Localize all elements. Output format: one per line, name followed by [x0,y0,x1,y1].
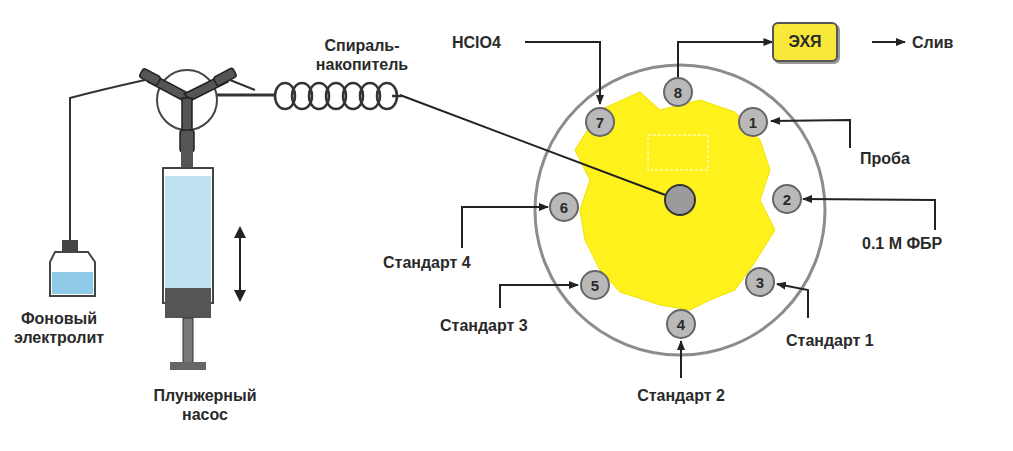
part-label: HClO4 [452,33,501,52]
port-number: 8 [674,84,682,101]
plunger-pump [163,150,246,370]
valve-port: 1 [738,107,768,137]
valve-port: 4 [666,309,696,339]
port-number: 4 [677,316,685,333]
port-number: 6 [560,199,568,216]
tube [400,95,668,196]
part-label: Стандарт 4 [383,253,471,272]
valve-port: 8 [663,77,693,107]
valve-body [535,65,825,355]
valve-port: 7 [585,107,615,137]
port-number: 3 [756,274,764,291]
valve-rotor [575,92,775,310]
rotor-mark [648,135,708,170]
port-number: 2 [783,191,791,208]
port-number: 1 [749,114,757,131]
part-label: Плунжерный насос [140,386,270,424]
connector [678,42,772,77]
detector-box: ЭХЯ [772,22,837,62]
part-label: Стандарт 2 [637,386,725,405]
tube [70,80,145,245]
part-label: Фоновый электролит [4,309,114,347]
part-label: Спираль- накопитель [312,36,412,74]
part-label: 0.1 М ФБР [862,234,942,253]
part-label: Проба [860,149,910,168]
valve-port: 5 [580,270,610,300]
electrolyte-bottle [50,240,95,296]
valve-center [665,185,695,215]
valve-port: 3 [745,267,775,297]
valve-port: 2 [772,184,802,214]
port-number: 5 [591,277,599,294]
part-label: Стандарт 3 [440,316,528,335]
valve-port: 6 [549,192,579,222]
part-label: Слив [912,33,953,52]
tube [215,94,275,97]
storage-coil [275,83,402,109]
inlet-arrows [462,42,935,378]
valve-arms [139,67,237,152]
box-label: ЭХЯ [788,33,821,51]
port-number: 7 [596,114,604,131]
part-label: Стандарт 1 [786,331,874,350]
